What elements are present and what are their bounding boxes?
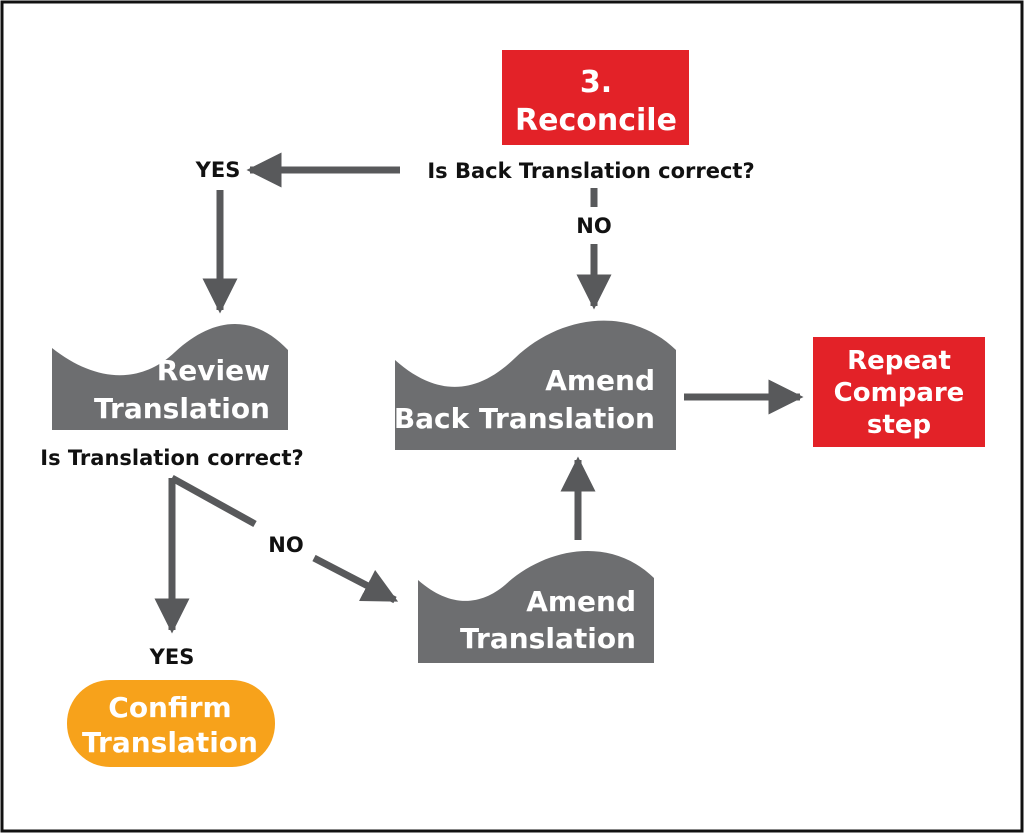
arrow-no-to-amend-translation [312,554,399,604]
amend-translation-box: Amend Translation [418,551,654,663]
reconcile-box-shape [502,50,689,145]
reconcile-line2: Reconcile [515,103,677,138]
confirm-translation-shape [67,680,275,767]
amend-translation-line1: Amend [526,585,636,618]
amend-back-line2: Back Translation [394,402,655,435]
review-translation-shape [52,323,288,430]
confirm-line2: Translation [82,726,258,759]
repeat-compare-shape [813,337,985,447]
yes-label-top: YES [195,158,241,182]
question-back-translation: Is Back Translation correct? [427,159,754,183]
reconcile-box: 3. Reconcile [502,50,689,145]
confirm-translation-box: Confirm Translation [67,680,275,767]
amend-back-translation-shape [395,320,676,450]
review-line2: Translation [94,392,270,425]
review-line1: Review [157,354,270,387]
reconcile-line1: 3. [580,65,612,100]
no-label-top: NO [576,214,611,238]
amend-back-translation-box: Amend Back Translation [394,320,676,450]
amend-back-line1: Amend [545,364,655,397]
question-translation: Is Translation correct? [40,446,303,470]
yes-label-bottom: YES [149,645,195,669]
repeat-line2: Compare [834,378,965,408]
amend-translation-shape [418,551,654,663]
amend-translation-line2: Translation [460,622,636,655]
repeat-line3: step [867,410,931,440]
repeat-line1: Repeat [847,346,951,376]
connector-question-to-no-left [170,474,257,528]
review-translation-box: Review Translation [52,323,288,430]
no-label-left: NO [268,533,303,557]
confirm-line1: Confirm [108,691,231,724]
repeat-compare-box: Repeat Compare step [813,337,985,447]
